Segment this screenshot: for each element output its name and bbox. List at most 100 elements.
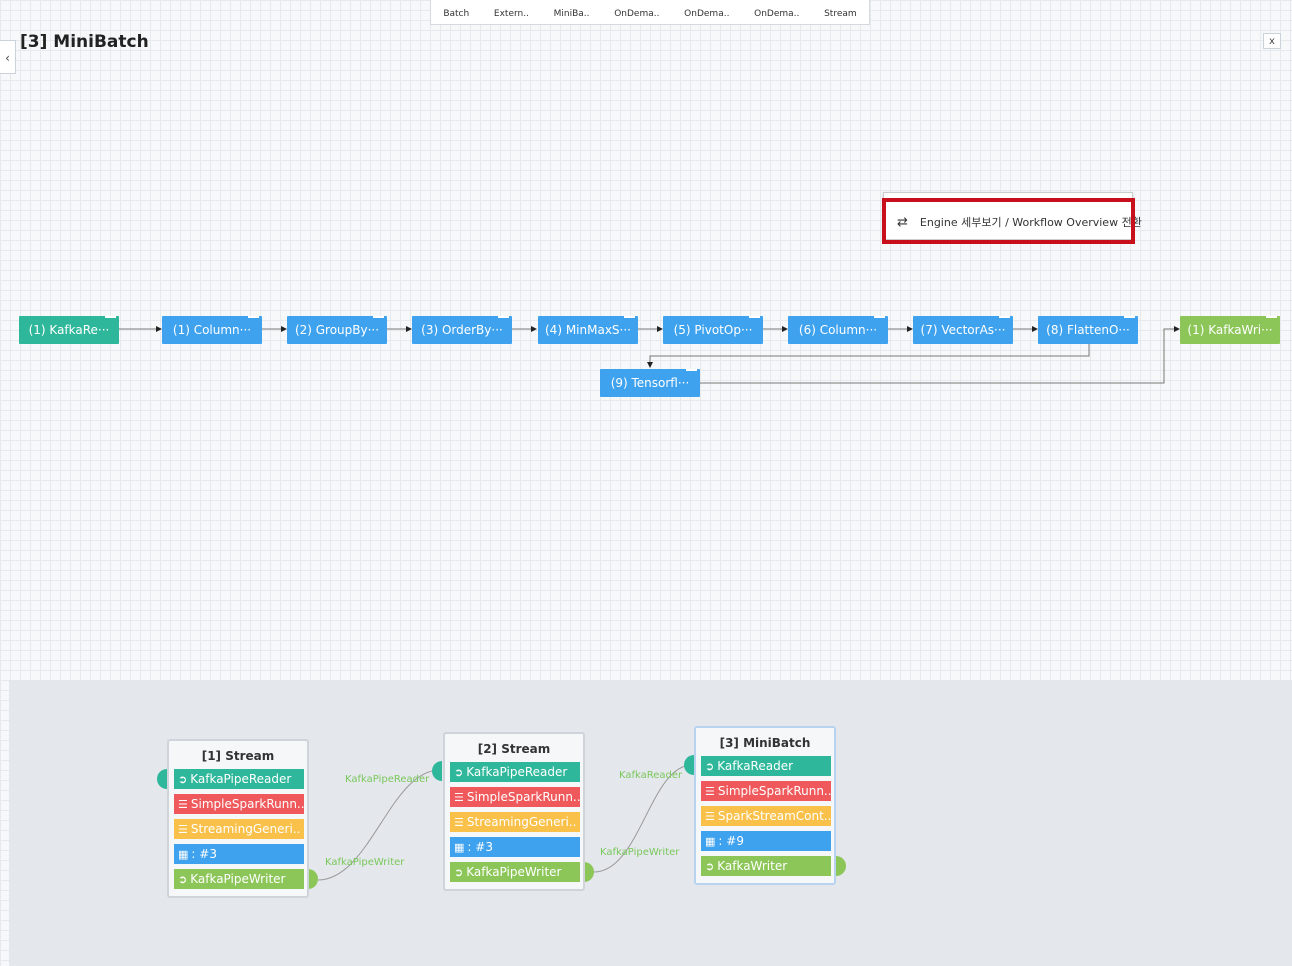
component-writer[interactable]: ➲KafkaPipeWriter: [450, 862, 580, 882]
component-controller[interactable]: ☰StreamingGeneri..: [174, 819, 304, 839]
toggle-view-label: Engine 세부보기 / Workflow Overview 전환: [919, 216, 1142, 229]
node-label: (1) KafkaRe···: [28, 323, 110, 337]
component-writer[interactable]: ➲KafkaWriter: [701, 856, 831, 876]
component-operators[interactable]: ▦: #9: [701, 831, 831, 851]
close-button[interactable]: x: [1263, 33, 1281, 49]
pipeline-node-vectorassembler[interactable]: (7) VectorAs··· ✕: [913, 316, 1013, 344]
pipeline-node-column-6[interactable]: (6) Column··· ✕: [788, 316, 888, 344]
engine-title: [1] Stream: [201, 749, 275, 763]
pipeline-node-pivotop[interactable]: (5) PivotOp··· ✕: [663, 316, 763, 344]
pipeline-node-kafka-writer[interactable]: (1) KafkaWri··· ✕: [1180, 316, 1280, 344]
component-label: : #3: [467, 840, 493, 854]
engine-title: [3] MiniBatch: [719, 736, 811, 750]
component-label: KafkaPipeWriter: [466, 865, 562, 879]
node-label: (6) Column···: [798, 323, 878, 337]
toolbar-item-ondemand-2[interactable]: OnDema..: [684, 9, 730, 19]
node-label: (5) PivotOp···: [673, 323, 753, 337]
component-label: : #9: [718, 834, 744, 848]
remove-node-icon[interactable]: ✕: [1266, 316, 1277, 318]
node-label: (4) MinMaxS···: [545, 323, 631, 337]
component-operators[interactable]: ▦: #3: [450, 837, 580, 857]
edge-label-writer-2: KafkaPipeWriter: [600, 847, 680, 858]
component-label: KafkaPipeWriter: [190, 872, 286, 886]
edge-label-reader-2: KafkaPipeReader: [345, 774, 430, 785]
writer-icon: ➲: [705, 860, 715, 873]
component-label: : #3: [191, 847, 217, 861]
remove-node-icon[interactable]: ✕: [686, 369, 697, 371]
edge-label-reader-3: KafkaReader: [619, 770, 683, 781]
remove-node-icon[interactable]: ✕: [624, 316, 635, 318]
reader-icon: ➲: [705, 760, 715, 773]
remove-node-icon[interactable]: ✕: [373, 316, 384, 318]
component-label: SimpleSparkRunn..: [717, 784, 831, 798]
component-label: KafkaPipeReader: [466, 765, 568, 779]
node-label: (8) FlattenO···: [1046, 323, 1130, 337]
node-label: (9) Tensorfl···: [610, 376, 690, 390]
pipeline-node-column-1[interactable]: (1) Column··· ✕: [162, 316, 262, 344]
component-writer[interactable]: ➲KafkaPipeWriter: [174, 869, 304, 889]
component-reader[interactable]: ➲KafkaPipeReader: [174, 769, 304, 789]
component-label: SimpleSparkRunn..: [190, 797, 304, 811]
toolbar-item-minibatch[interactable]: MiniBa..: [553, 9, 590, 19]
engine-card-3-minibatch[interactable]: [3] MiniBatch ➲KafkaReader ☰SimpleSparkR…: [694, 726, 836, 885]
node-label: (3) OrderBy···: [421, 323, 503, 337]
component-operators[interactable]: ▦: #3: [174, 844, 304, 864]
component-label: KafkaPipeReader: [190, 772, 292, 786]
runner-icon: ☰: [178, 798, 188, 811]
pipeline-node-orderby[interactable]: (3) OrderBy··· ✕: [412, 316, 512, 344]
engine-title: [2] Stream: [477, 742, 551, 756]
writer-icon: ➲: [178, 873, 188, 886]
writer-icon: ➲: [454, 866, 464, 879]
engine-card-2-stream[interactable]: [2] Stream ➲KafkaPipeReader ☰SimpleSpark…: [443, 732, 585, 891]
remove-node-icon[interactable]: ✕: [248, 316, 259, 318]
component-label: KafkaWriter: [717, 859, 788, 873]
component-runner[interactable]: ☰SimpleSparkRunn..: [174, 794, 304, 814]
pipeline-node-minmaxscaler[interactable]: (4) MinMaxS··· ✕: [538, 316, 638, 344]
engine-type-toolbar: Batch Extern.. MiniBa.. OnDema.. OnDema.…: [430, 0, 870, 25]
pipeline-node-flatten[interactable]: (8) FlattenO··· ✕: [1038, 316, 1138, 344]
pipeline-node-kafka-reader[interactable]: (1) KafkaRe··· ✕: [19, 316, 119, 344]
remove-node-icon[interactable]: ✕: [749, 316, 760, 318]
component-label: SimpleSparkRunn..: [466, 790, 580, 804]
toolbar-item-batch[interactable]: Batch: [443, 9, 470, 19]
component-label: StreamingGeneri..: [190, 822, 301, 836]
component-label: KafkaReader: [717, 759, 794, 773]
node-label: (7) VectorAs···: [920, 323, 1006, 337]
switch-icon: ⇄: [897, 214, 908, 230]
component-controller[interactable]: ☰StreamingGeneri..: [450, 812, 580, 832]
toolbar-item-ondemand-1[interactable]: OnDema..: [614, 9, 660, 19]
component-reader[interactable]: ➲KafkaPipeReader: [450, 762, 580, 782]
toolbar-item-stream[interactable]: Stream: [824, 9, 857, 19]
grid-icon: ▦: [454, 841, 465, 854]
component-runner[interactable]: ☰SimpleSparkRunn..: [701, 781, 831, 801]
collapse-sidebar-button[interactable]: ‹: [0, 40, 16, 74]
component-runner[interactable]: ☰SimpleSparkRunn..: [450, 787, 580, 807]
runner-icon: ☰: [454, 791, 464, 804]
page-title: [3] MiniBatch: [20, 32, 149, 52]
reader-icon: ➲: [178, 773, 188, 786]
node-label: (1) Column···: [172, 323, 252, 337]
pipeline-node-tensorflow[interactable]: (9) Tensorfl··· ✕: [600, 369, 700, 397]
node-label: (1) KafkaWri···: [1187, 323, 1273, 337]
controller-icon: ☰: [178, 823, 188, 836]
edge-label-writer-1: KafkaPipeWriter: [325, 857, 405, 868]
pipeline-node-groupby[interactable]: (2) GroupBy··· ✕: [287, 316, 387, 344]
component-label: SparkStreamCont..: [717, 809, 831, 823]
toolbar-item-external[interactable]: Extern..: [493, 9, 529, 19]
remove-node-icon[interactable]: ✕: [1124, 316, 1135, 318]
remove-node-icon[interactable]: ✕: [105, 316, 116, 318]
grid-icon: ▦: [705, 835, 716, 848]
remove-node-icon[interactable]: ✕: [498, 316, 509, 318]
remove-node-icon[interactable]: ✕: [874, 316, 885, 318]
engine-card-1-stream[interactable]: [1] Stream ➲KafkaPipeReader ☰SimpleSpark…: [167, 739, 309, 898]
toolbar-item-ondemand-3[interactable]: OnDema..: [754, 9, 800, 19]
node-label: (2) GroupBy···: [294, 323, 380, 337]
remove-node-icon[interactable]: ✕: [999, 316, 1010, 318]
reader-icon: ➲: [454, 766, 464, 779]
component-controller[interactable]: ☰SparkStreamCont..: [701, 806, 831, 826]
toggle-view-menu-item[interactable]: ⇄ Engine 세부보기 / Workflow Overview 전환: [897, 214, 1142, 230]
grid-icon: ▦: [178, 848, 189, 861]
component-label: StreamingGeneri..: [466, 815, 577, 829]
component-reader[interactable]: ➲KafkaReader: [701, 756, 831, 776]
